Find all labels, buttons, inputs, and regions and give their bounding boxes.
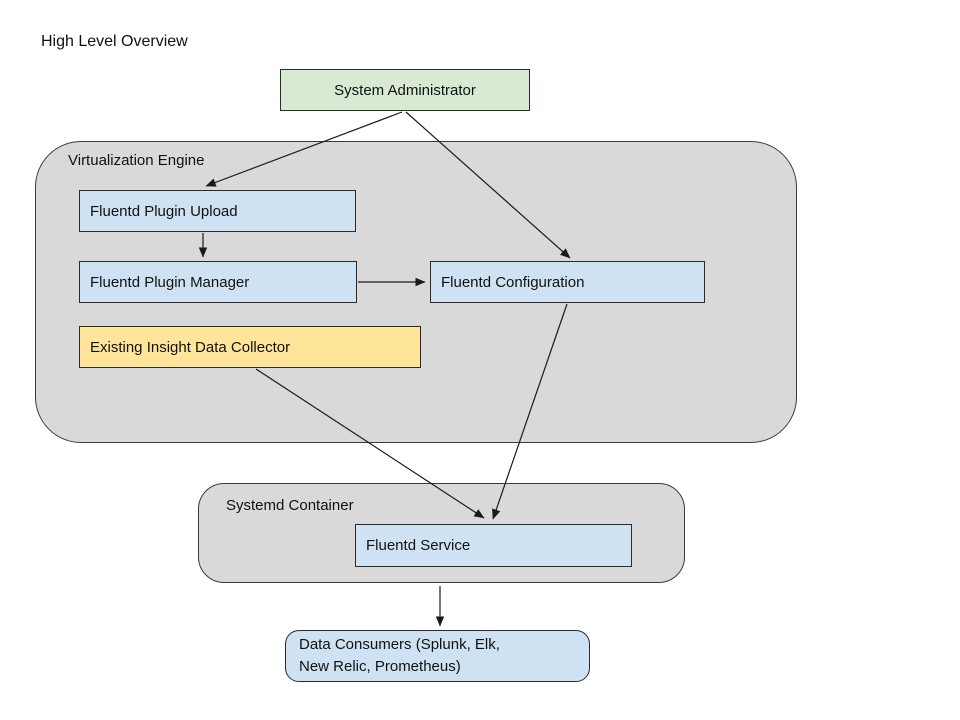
node-fluentd-service: Fluentd Service (355, 524, 632, 567)
node-fluentd-plugin-manager-label: Fluentd Plugin Manager (90, 273, 250, 291)
node-fluentd-configuration: Fluentd Configuration (430, 261, 705, 303)
page-title: High Level Overview (41, 33, 188, 50)
node-system-administrator-label: System Administrator (334, 81, 476, 99)
container-virtualization-engine-label: Virtualization Engine (68, 152, 205, 169)
node-system-administrator: System Administrator (280, 69, 530, 111)
node-fluentd-plugin-upload: Fluentd Plugin Upload (79, 190, 356, 232)
node-fluentd-service-label: Fluentd Service (366, 537, 471, 554)
node-existing-insight-data-collector: Existing Insight Data Collector (79, 326, 421, 368)
node-fluentd-plugin-manager: Fluentd Plugin Manager (79, 261, 357, 303)
node-data-consumers: Data Consumers (Splunk, Elk, New Relic, … (285, 630, 590, 682)
node-existing-insight-data-collector-label: Existing Insight Data Collector (90, 338, 291, 356)
container-systemd-label: Systemd Container (226, 497, 354, 514)
node-data-consumers-label: Data Consumers (Splunk, Elk, New Relic, … (299, 636, 500, 675)
node-fluentd-configuration-label: Fluentd Configuration (441, 273, 585, 291)
node-fluentd-plugin-upload-label: Fluentd Plugin Upload (90, 202, 238, 220)
